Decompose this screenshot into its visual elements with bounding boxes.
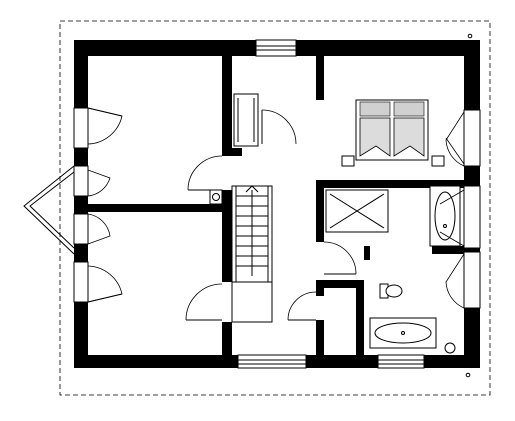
interior-walls [88,56,464,355]
balcony-bay [23,165,75,255]
window-south-east [377,354,425,369]
bathtub-south [369,317,437,349]
wardrobe [233,93,259,147]
interior-doors [185,100,357,322]
toilet [379,283,403,299]
window-south-center [237,354,307,369]
staircase [231,185,273,323]
double-bed [341,99,445,167]
shower [325,189,389,233]
window-north [255,39,297,57]
bath-window-swing [439,189,465,247]
bathtub-east [429,185,461,247]
west-openings [23,107,123,303]
east-windows [445,109,481,309]
chimney [209,189,223,205]
windows [237,39,425,369]
washbasin [444,342,456,354]
site-boundary [59,20,491,396]
